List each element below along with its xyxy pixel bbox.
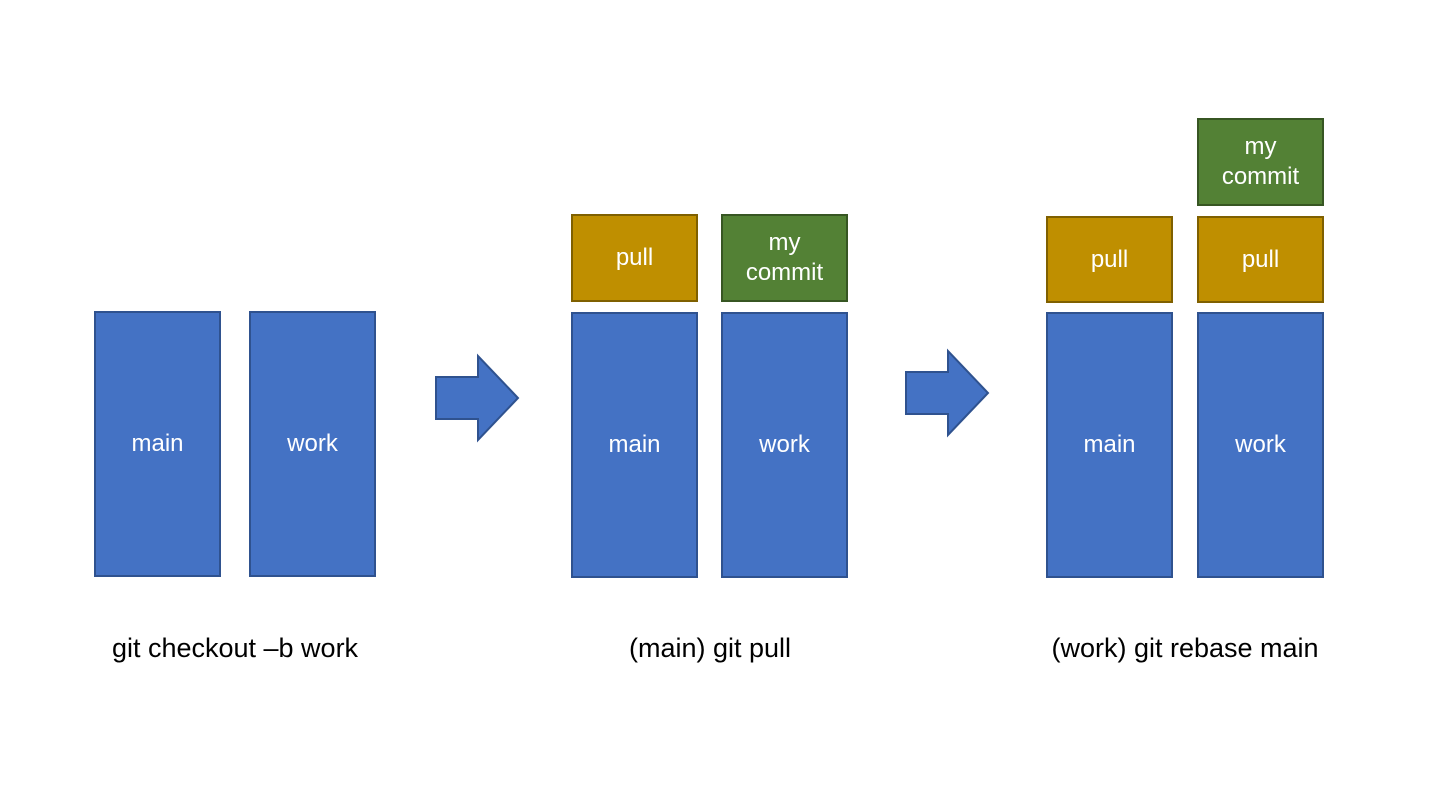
panel2-commit-box-my-commit-work: my commit (721, 214, 848, 302)
panel1-branch-box-main: main (94, 311, 221, 577)
panel3-branch-box-main: main (1046, 312, 1173, 578)
panel2-caption: (main) git pull (628, 633, 792, 663)
panel3-commit-box-my-commit-work: my commit (1197, 118, 1324, 206)
arrow-right-icon (905, 348, 990, 438)
panel2-commit-box-pull-main: pull (571, 214, 698, 302)
panel2-branch-box-work: work (721, 312, 848, 578)
panel2-branch-box-main: main (571, 312, 698, 578)
panel3-commit-box-pull-work: pull (1197, 216, 1324, 303)
panel3-branch-box-work: work (1197, 312, 1324, 578)
panel3-caption: (work) git rebase main (1051, 633, 1319, 663)
panel1-branch-box-work: work (249, 311, 376, 577)
panel1-caption: git checkout –b work (111, 633, 359, 663)
arrow-right-icon (435, 353, 520, 443)
panel3-commit-box-pull-main: pull (1046, 216, 1173, 303)
